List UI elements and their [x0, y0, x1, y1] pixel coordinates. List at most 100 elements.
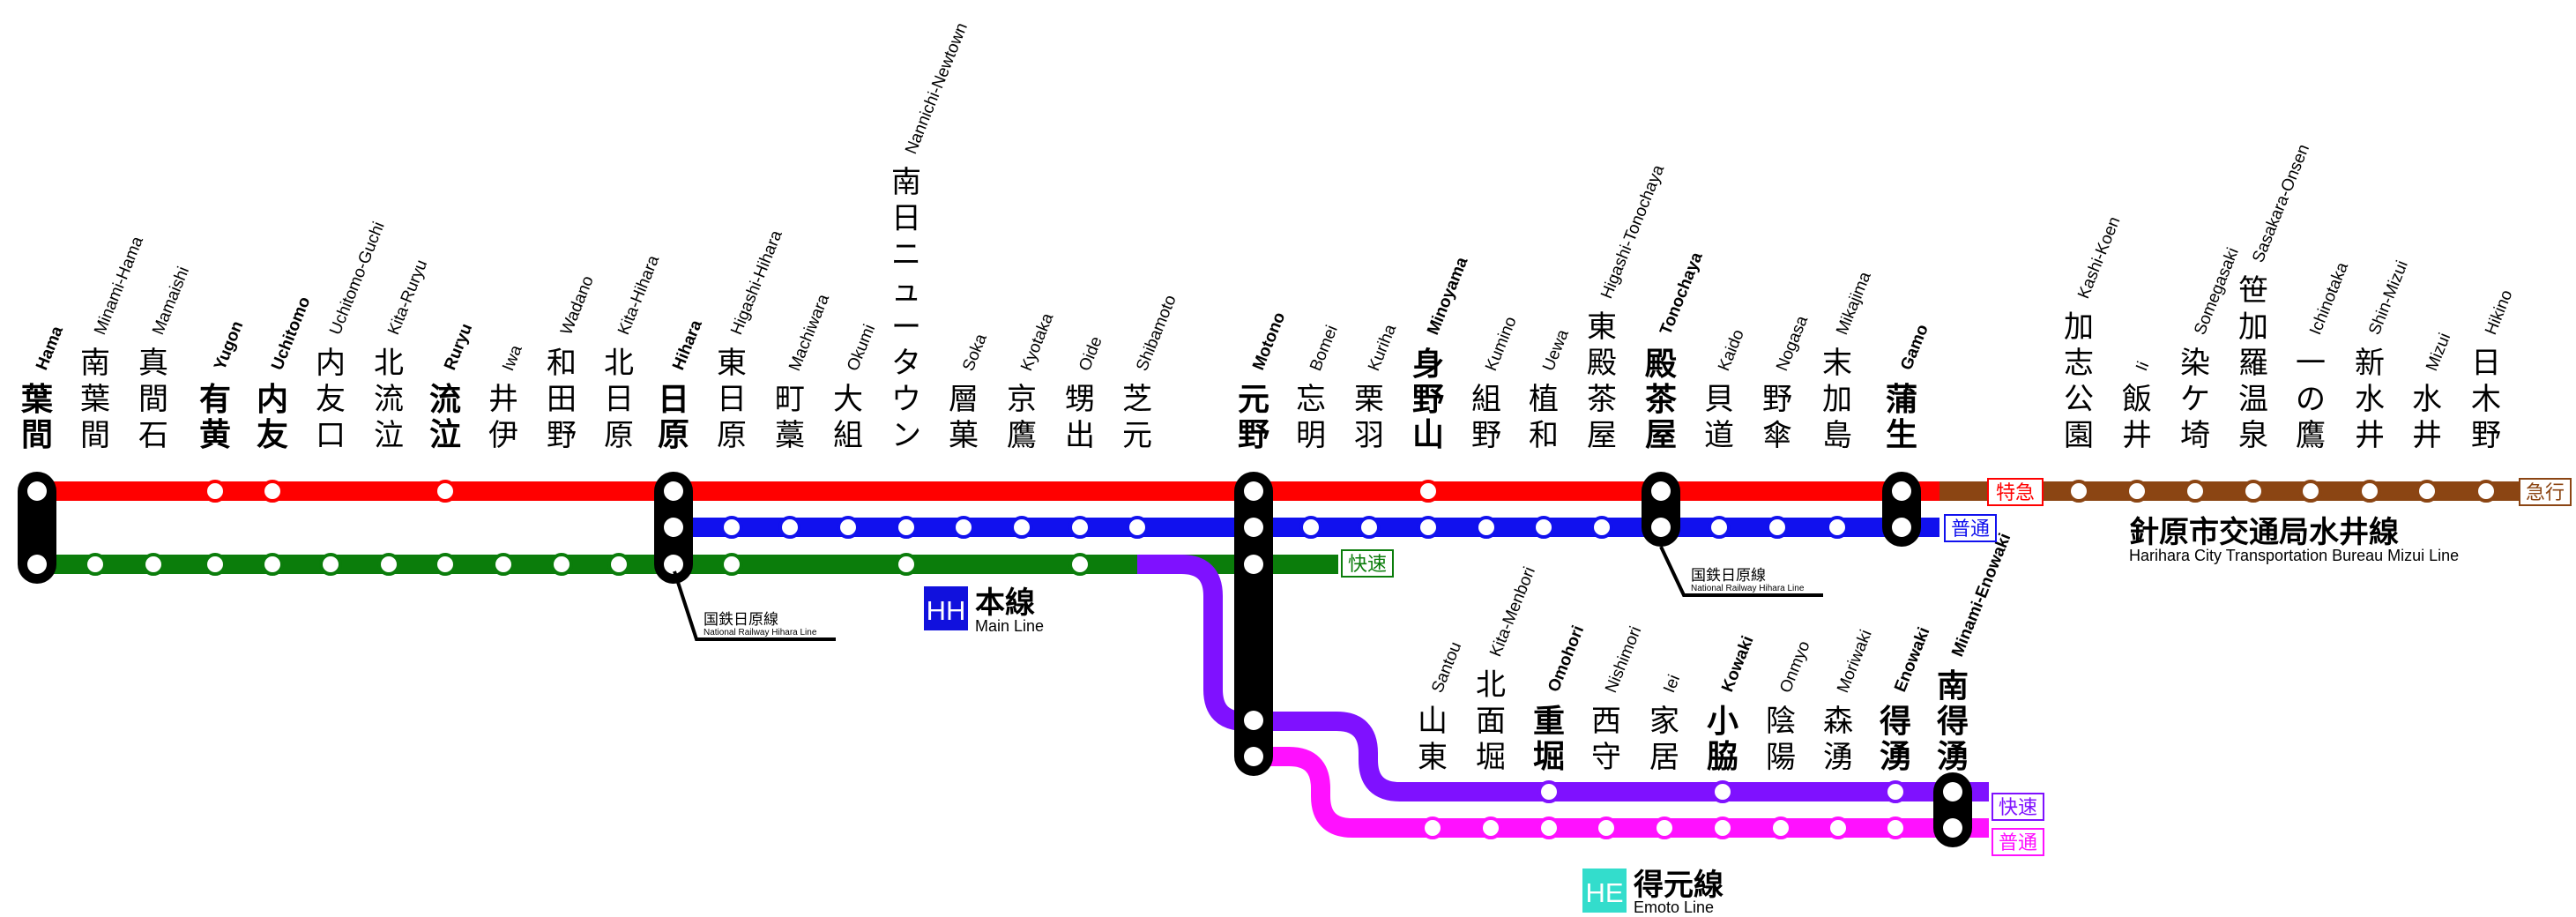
stop-brown	[2067, 480, 2090, 503]
station-name-en: Iwa	[499, 342, 526, 374]
station-name-jp: 内友	[257, 382, 288, 453]
svg-text:HH: HH	[927, 595, 966, 626]
stop-magenta	[1537, 816, 1560, 839]
station-name-jp: 芝元	[1122, 382, 1152, 453]
service-tag-red: 特急	[1987, 478, 2044, 506]
interchange-hubs	[18, 472, 1972, 847]
svg-text:快速: 快速	[1999, 797, 2037, 819]
station-name-jp: 蒲生	[1886, 382, 1917, 453]
stop-brown	[2126, 480, 2148, 503]
station-name-en: Machiwara	[785, 291, 833, 373]
stop-purple	[1537, 780, 1560, 803]
station-name-en: Mamaishi	[149, 265, 193, 338]
service-tag-purple: 快速	[1992, 793, 2044, 821]
station-name-en: Minami-Hama	[91, 234, 147, 338]
hub-tonochaya	[1642, 472, 1680, 547]
stop-blue	[1590, 516, 1613, 539]
hub-hama-stop-red	[27, 481, 47, 501]
stop-green	[261, 553, 284, 576]
stop-red	[204, 480, 227, 503]
svg-text:National Railway Hihara Line: National Railway Hihara Line	[1691, 584, 1805, 593]
stop-blue	[1126, 516, 1149, 539]
station-name-en: Shin-Mizui	[2365, 258, 2412, 338]
station-name-en: Ichinotaka	[2306, 259, 2352, 338]
stop-purple	[1711, 780, 1734, 803]
hub-gamo-stop-red	[1892, 481, 1911, 501]
station-name-en: Kowaki	[1718, 633, 1757, 695]
national-line-callout-tonochaya: 国鉄日原線 National Railway Hihara Line	[1659, 546, 1823, 597]
stop-green	[1068, 553, 1091, 576]
station-name-jp: 甥出	[1065, 382, 1095, 453]
stop-green	[434, 553, 457, 576]
stop-red	[261, 480, 284, 503]
station-name-jp: 陰陽	[1766, 704, 1796, 775]
station-name-en: Higashi-Hihara	[727, 227, 786, 338]
station-name-en: Hama	[33, 324, 67, 373]
station-name-jp: 末加島	[1822, 346, 1852, 453]
station-name-en: Ii	[2133, 359, 2153, 374]
station-name-en: Sasakara-Onsen	[2249, 142, 2313, 265]
station-name-jp: 忘明	[1296, 382, 1326, 453]
stop-red	[1417, 480, 1440, 503]
station-name-en: Uchitomo-Guchi	[326, 220, 388, 338]
station-name-jp: 小脇	[1707, 704, 1738, 775]
station-name-en: Kuriha	[1365, 322, 1400, 374]
stop-green	[84, 553, 107, 576]
service-tag-blue: 普通	[1944, 514, 1997, 542]
stop-green	[142, 553, 165, 576]
station-name-en: Tonochaya	[1657, 250, 1707, 338]
mizui-line-legend: 針原市交通局水井線 Harihara City Transportation B…	[2129, 515, 2459, 564]
station-name-jp: 東日原	[717, 346, 747, 453]
national-line-callout-hihara: 国鉄日原線 National Railway Hihara Line	[673, 570, 836, 641]
stop-blue	[1358, 516, 1381, 539]
station-name-jp: 日原	[658, 382, 689, 453]
station-name-jp: 一の鷹	[2296, 346, 2326, 453]
svg-text:Main Line: Main Line	[975, 617, 1044, 635]
station-name-jp: 新水井	[2355, 346, 2385, 453]
station-name-jp: 元野	[1238, 382, 1269, 453]
station-name-en: Somegasaki	[2191, 245, 2243, 338]
station-name-en: Kumino	[1482, 314, 1521, 374]
station-name-en: Mizui	[2423, 331, 2454, 374]
station-name-jp: 南日ニュータウン	[891, 165, 921, 453]
station-name-en: Nannichi-Newtown	[902, 20, 972, 157]
station-name-en: Iei	[1660, 672, 1684, 695]
hub-motono-stop-0	[1244, 481, 1263, 501]
stop-blue	[1826, 516, 1849, 539]
hub-minami-enowaki	[1933, 772, 1972, 847]
svg-text:快速: 快速	[1348, 554, 1387, 576]
hub-hihara-stop-red	[664, 481, 683, 501]
station-name-en: Uewa	[1539, 327, 1573, 374]
stop-green	[895, 553, 918, 576]
hub-motono-stop-2	[1244, 555, 1263, 574]
station-name-en: Nishimori	[1602, 624, 1645, 696]
hub-hihara-stop-blue	[664, 518, 683, 537]
station-name-jp: 家居	[1649, 704, 1679, 775]
stop-magenta	[1769, 816, 1792, 839]
station-name-jp: 笹加羅温泉	[2238, 273, 2268, 453]
svg-text:針原市交通局水井線: 針原市交通局水井線	[2129, 515, 2399, 550]
svg-text:Harihara City Transportation B: Harihara City Transportation Bureau Mizu…	[2129, 547, 2459, 564]
svg-text:本線: 本線	[975, 585, 1035, 621]
station-name-en: Kita-Hihara	[614, 252, 663, 337]
stop-blue	[952, 516, 975, 539]
svg-text:National Railway Hihara Line: National Railway Hihara Line	[704, 628, 817, 637]
svg-text:Emoto Line: Emoto Line	[1634, 898, 1714, 916]
station-name-jp: 内友口	[316, 346, 346, 453]
